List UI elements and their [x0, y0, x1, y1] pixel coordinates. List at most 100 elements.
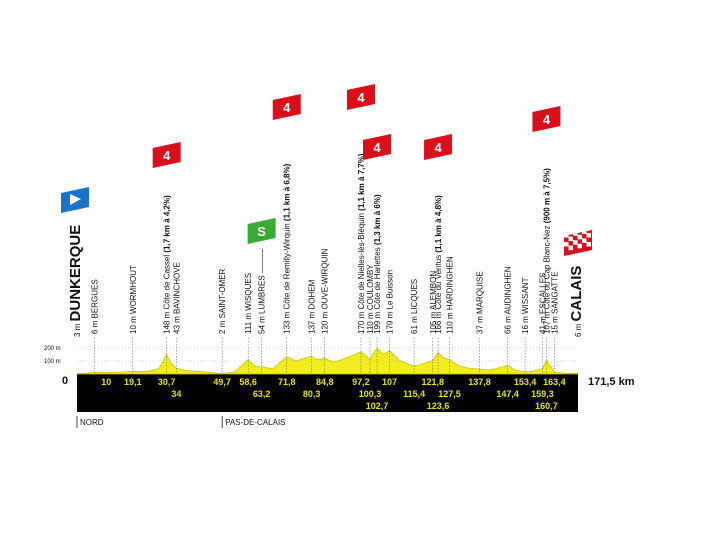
- place-name: 120 m OUVE-WIRQUIN: [321, 248, 330, 334]
- sprint-label: S: [257, 224, 266, 239]
- place-label: 61 m LICQUES: [410, 279, 419, 334]
- place-name: 61 m LICQUES: [410, 279, 419, 334]
- finish-check: [582, 229, 587, 234]
- finish-check: [577, 243, 582, 249]
- km-marker-label: 159,3: [531, 389, 554, 399]
- finish-check: [573, 231, 578, 236]
- place-name: 15 m SANGATTE: [550, 271, 559, 334]
- km-marker-label: 137,8: [468, 377, 491, 387]
- distance-band-layer: [77, 374, 578, 412]
- climb-category-label: 4: [434, 140, 442, 155]
- km-marker-label: 160,7: [535, 401, 558, 411]
- place-label: 107 m Côte du Cap Blanc-Nez (900 m à 7,5…: [542, 168, 551, 334]
- finish-check: [577, 234, 582, 240]
- place-name: 107 m Côte du Cap Blanc-Nez: [542, 226, 551, 335]
- km-marker-label: 102,7: [366, 401, 389, 411]
- place-label: 133 m Côte de Remilly-Wirquin (1,1 km à …: [283, 163, 292, 334]
- place-name: 10 m WORMHOUT: [129, 265, 138, 334]
- climb-category-label: 4: [373, 140, 381, 155]
- place-name: 2 m SAINT-OMER: [218, 268, 227, 334]
- place-label: 166 m Côte du Ventus (1,1 km à 4,8%): [434, 195, 443, 334]
- place-name: 105 m ALEMBON: [429, 271, 438, 334]
- climb-category-flag: [272, 94, 301, 120]
- place-label: 199 m Côte de Harlettes (1,3 km à 6%): [373, 194, 382, 334]
- km-marker-label: 63,2: [253, 389, 271, 399]
- finish-check: [564, 233, 569, 238]
- place-name: 111 m WISQUES: [244, 273, 253, 334]
- place-label: 6 m CALAIS: [568, 266, 585, 337]
- regions-layer: NORD PAS-DE-CALAIS: [76, 416, 286, 428]
- climb-category-label: 4: [357, 90, 365, 105]
- place-altitude: 6 m: [574, 321, 583, 337]
- climb-category-label: 4: [543, 112, 551, 127]
- altitude-tick-label: 200 m: [44, 346, 61, 352]
- finish-check: [568, 245, 573, 251]
- climb-details: (1,1 km à 6,8%): [283, 163, 292, 223]
- total-distance-label: 171,5 km: [588, 376, 635, 388]
- climb-details: (900 m à 7,5%): [542, 168, 551, 226]
- region-label: PAS-DE-CALAIS: [225, 418, 285, 427]
- place-name: 41 m ESCALLES: [538, 273, 547, 334]
- elevation-profile-layer: [76, 347, 579, 375]
- place-label: 43 m BAVINCHOVE: [172, 262, 181, 334]
- climb-category-flag: [346, 84, 375, 110]
- sprint-flag: [247, 218, 276, 244]
- finish-check: [573, 240, 578, 245]
- km-zero-label: 0: [62, 375, 68, 387]
- region-label: NORD: [80, 418, 104, 427]
- climb-category-flag: [363, 134, 392, 160]
- km-marker-label: 107: [382, 377, 397, 387]
- place-label: 16 m WISSANT: [521, 277, 530, 334]
- place-label: 10 m WORMHOUT: [129, 265, 138, 334]
- place-altitude: 3 m: [73, 321, 82, 337]
- finish-check: [568, 236, 573, 242]
- place-label: 2 m SAINT-OMER: [218, 268, 227, 334]
- km-marker-label: 34: [171, 389, 181, 399]
- place-label: 111 m WISQUES: [244, 273, 253, 334]
- climb-category-flag: [152, 142, 181, 168]
- km-marker-label: 30,7: [158, 377, 176, 387]
- place-name: 43 m BAVINCHOVE: [172, 262, 181, 334]
- km-marker-label: 84,8: [316, 377, 334, 387]
- km-marker-label: 153,4: [514, 377, 537, 387]
- climb-details: (1,7 km à 4,2%): [163, 195, 172, 255]
- finish-check: [586, 242, 591, 247]
- km-marker-label: 163,4: [543, 377, 566, 387]
- place-name: 179 m Le Buisson: [386, 270, 395, 334]
- place-label: 37 m MARQUISE: [476, 271, 485, 334]
- km-marker-label: 127,5: [438, 389, 461, 399]
- place-label: 137 m DOHEM: [308, 279, 317, 334]
- place-label: 170 m Côte de Nielles-lès-Bléquin (1,1 k…: [357, 153, 366, 334]
- climb-category-flag: [532, 106, 561, 132]
- km-marker-label: 123,6: [427, 401, 450, 411]
- km-marker-label: 19,1: [124, 377, 142, 387]
- altitude-tick-label: 100 m: [44, 359, 61, 365]
- km-marker-label: 49,7: [213, 377, 231, 387]
- place-label: 66 m AUDINGHEN: [504, 266, 513, 334]
- finish-check: [564, 242, 569, 247]
- km-marker-label: 97,2: [352, 377, 370, 387]
- distance-band: [77, 374, 578, 412]
- place-name: 37 m MARQUISE: [476, 271, 485, 334]
- place-name: 66 m AUDINGHEN: [504, 266, 513, 334]
- climb-details: (1,1 km à 4,8%): [434, 195, 443, 255]
- climb-category-label: 4: [163, 148, 171, 163]
- place-name: 170 m Côte de Nielles-lès-Bléquin: [357, 213, 366, 334]
- place-name: 16 m WISSANT: [521, 277, 530, 334]
- km-marker-label: 147,4: [496, 389, 519, 399]
- km-marker-label: 10: [101, 377, 111, 387]
- city-name: CALAIS: [568, 266, 585, 322]
- km-marker-label: 115,4: [403, 389, 425, 399]
- km-marker-label: 121,8: [422, 377, 445, 387]
- finish-check: [586, 233, 591, 238]
- place-label: 110 m COULOMBY: [366, 264, 375, 334]
- place-name: 166 m Côte du Ventus: [434, 255, 443, 334]
- place-label: 105 m ALEMBON: [429, 271, 438, 334]
- city-name: DUNKERQUE: [67, 225, 84, 322]
- place-name: 54 m LUMBRES ———: [258, 249, 267, 334]
- km-marker-label: 80,3: [303, 389, 321, 399]
